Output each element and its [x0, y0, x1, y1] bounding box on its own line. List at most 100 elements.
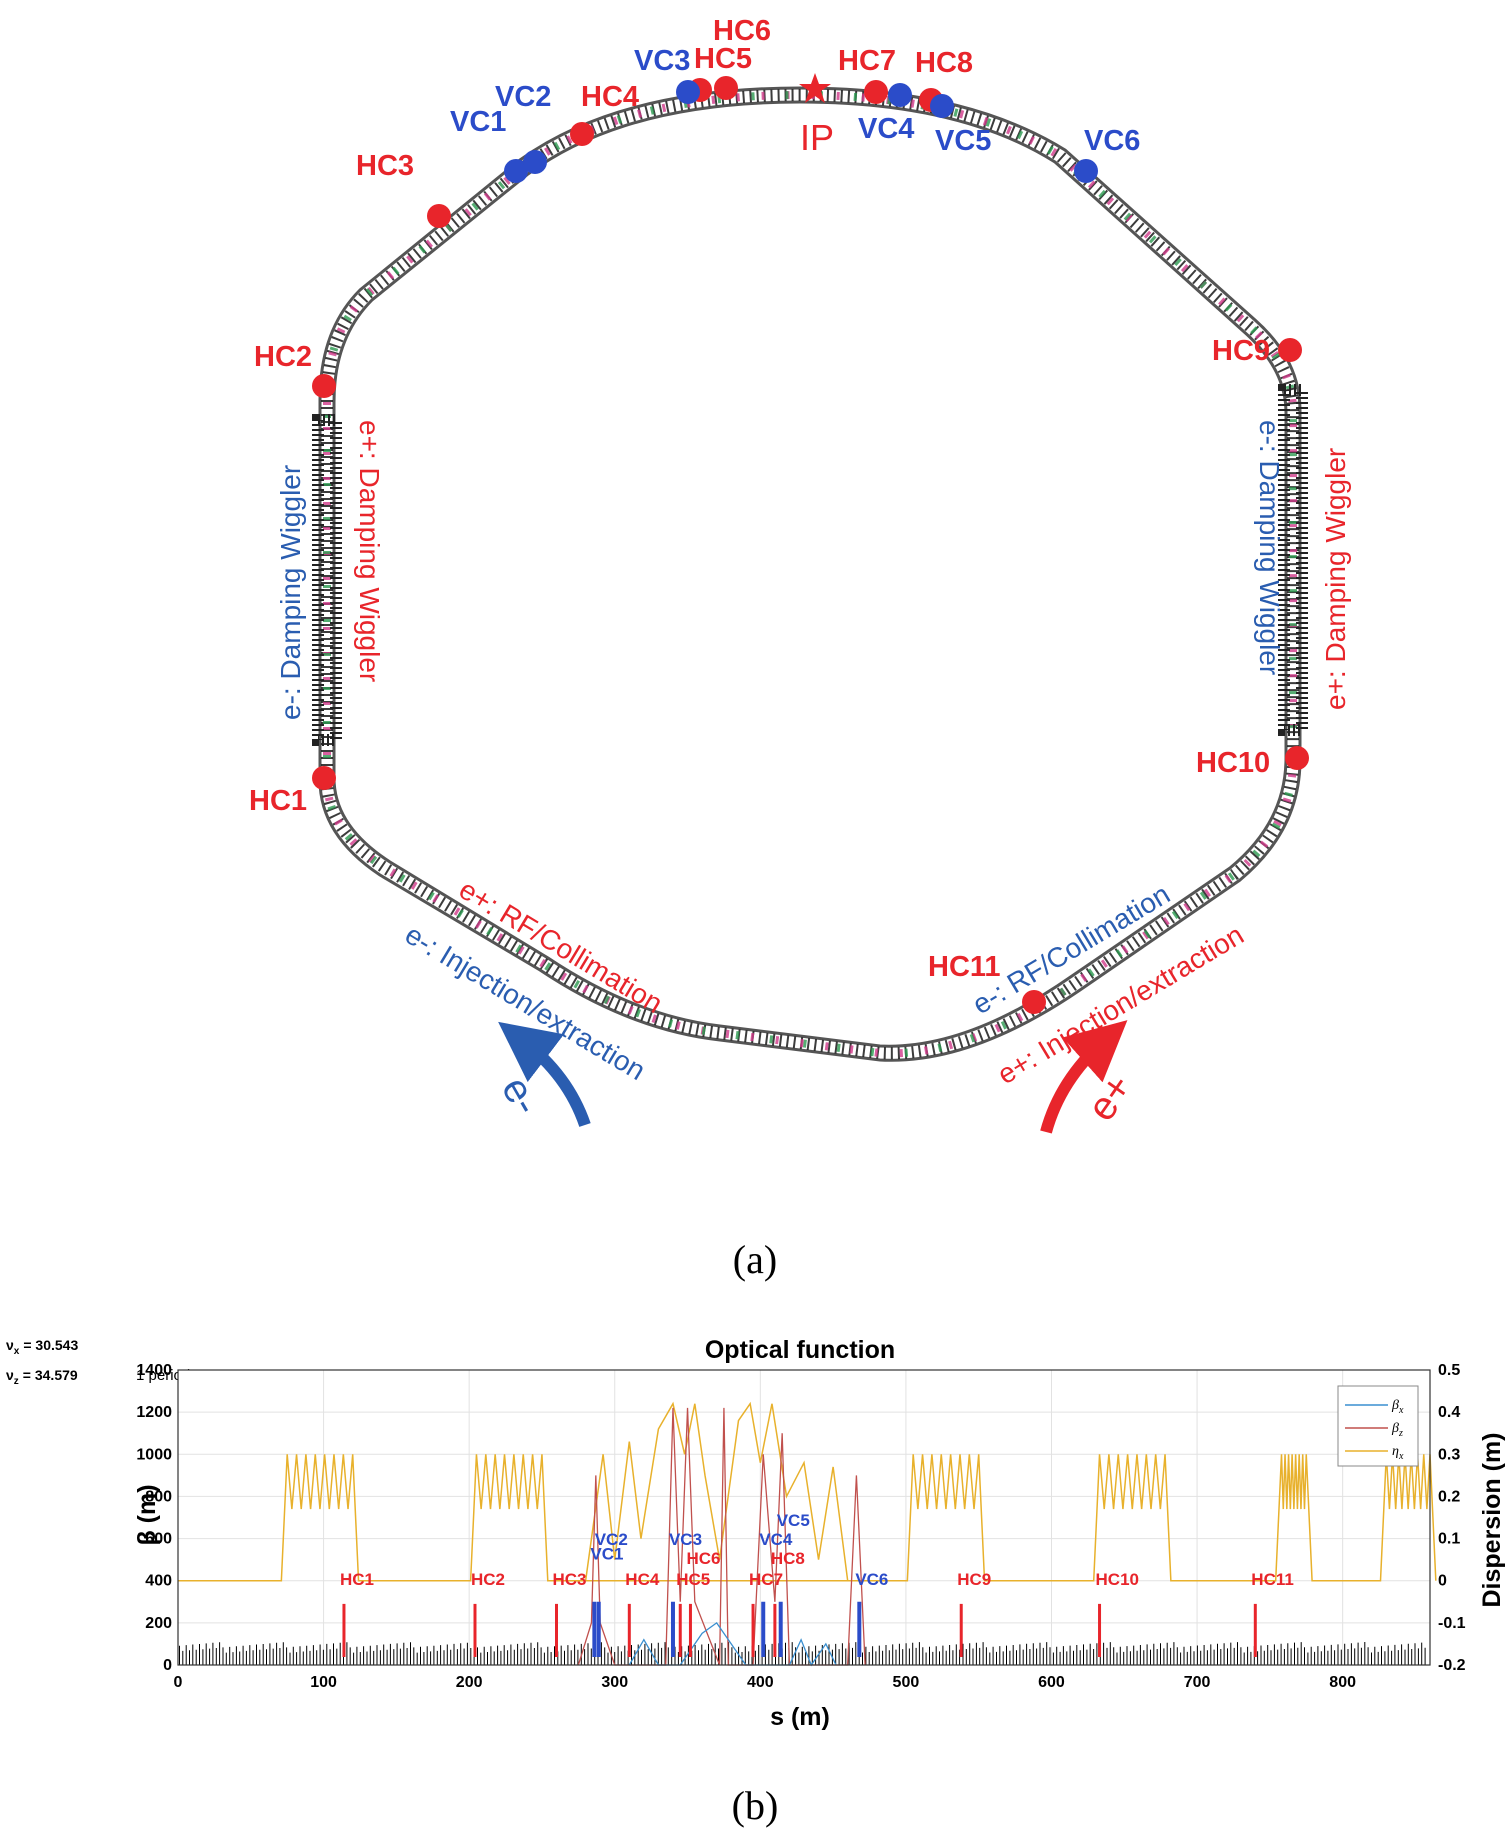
eta-x-curve: [178, 1454, 1437, 1582]
e-plus-direction-arrow: [1040, 1020, 1128, 1134]
corrector-hc2-label: HC2: [471, 1570, 505, 1589]
y-tick-label: 0: [163, 1657, 172, 1674]
x-tick-label: 800: [1329, 1674, 1356, 1691]
left-e-plus-wiggler-label: e+: Damping Wiggler: [354, 420, 385, 682]
y-tick-label: 1400: [136, 1362, 172, 1379]
y2-tick-label: -0.1: [1438, 1615, 1466, 1632]
corrector-hc7-label: HC7: [749, 1570, 783, 1589]
plot-grid: [177, 1369, 1430, 1666]
hc3-label: HC3: [356, 150, 414, 182]
x-tick-label: 200: [456, 1674, 483, 1691]
vc3-label: VC3: [634, 45, 690, 77]
corrector-vc2-label: VC2: [595, 1530, 628, 1549]
legend-beta-z-label: βz: [1391, 1421, 1403, 1439]
right-wiggler-block: [1278, 384, 1308, 736]
hc9-marker: [1278, 338, 1302, 362]
corrector-hc3-label: HC3: [553, 1570, 587, 1589]
vertical-correctors: [504, 80, 1098, 183]
y2-tick-label: -0.2: [1438, 1657, 1466, 1674]
x-tick-label: 400: [747, 1674, 774, 1691]
y2-tick-label: 0.4: [1438, 1404, 1460, 1421]
bottom-left-e-plus-label: e+: RF/Collimation: [454, 874, 668, 1020]
vc6-marker: [1074, 159, 1098, 183]
right-e-plus-wiggler-label: e+: Damping Wiggler: [1320, 448, 1351, 710]
ring-inner-line: [332, 100, 1288, 1048]
legend-beta-x-label: βx: [1391, 1398, 1404, 1416]
corrector-hc5-label: HC5: [676, 1570, 710, 1589]
hc11-label: HC11: [928, 951, 1001, 983]
y-tick-label: 1000: [136, 1446, 172, 1463]
plot-area: [178, 1370, 1430, 1665]
corrector-vc5-label: VC5: [777, 1511, 810, 1530]
corrector-hc4-label: HC4: [625, 1570, 660, 1589]
y2-tick-label: 0: [1438, 1573, 1447, 1590]
e-minus-direction-arrow: [498, 1021, 591, 1127]
vc5-marker: [930, 94, 954, 118]
x-tick-label: 500: [893, 1674, 920, 1691]
optical-function-chart: νx= 30.543 νz= 34.579 1 period, C= 860.3…: [6, 1336, 1506, 1731]
y2-tick-label: 0.5: [1438, 1362, 1460, 1379]
ring-outer-line: [318, 86, 1302, 1062]
right-e-minus-wiggler-label: e-: Damping Wiggler: [1254, 420, 1285, 675]
corrector-vc4-label: VC4: [759, 1530, 793, 1549]
legend-eta-x-label: ηx: [1392, 1444, 1404, 1462]
hc1-marker: [312, 766, 336, 790]
corrector-vc3-label: VC3: [669, 1530, 702, 1549]
hc10-marker: [1285, 746, 1309, 770]
y2-tick-label: 0.1: [1438, 1531, 1460, 1548]
corrector-hc6-label: HC6: [686, 1549, 720, 1568]
hc4-marker: [570, 122, 594, 146]
vc2-label: VC2: [495, 81, 551, 113]
legend-box: [1337, 1385, 1419, 1467]
y-tick-label: 400: [145, 1573, 172, 1590]
hc2-label: HC2: [254, 341, 312, 373]
left-e-minus-wiggler-label: e-: Damping Wiggler: [275, 465, 306, 720]
panel-a-caption: (a): [732, 1237, 778, 1282]
ring-diagram: IP HC1 HC2 HC3 HC4 HC5 HC6 HC7 HC8 HC9 H…: [249, 15, 1351, 1134]
y2-axis-label: Dispersion (m): [1478, 1432, 1506, 1607]
corrector-hc8-label: HC8: [771, 1549, 805, 1568]
hc7-label: HC7: [838, 45, 896, 77]
x-tick-label: 100: [310, 1674, 337, 1691]
y2-tick-label: 0.2: [1438, 1488, 1460, 1505]
hc10-label: HC10: [1196, 747, 1270, 779]
chart-title: Optical function: [705, 1336, 895, 1364]
vc5-label: VC5: [935, 125, 991, 157]
x-tick-label: 600: [1038, 1674, 1065, 1691]
left-wiggler-block: [312, 414, 342, 746]
corrector-vc6-label: VC6: [855, 1570, 888, 1589]
hc3-marker: [427, 204, 451, 228]
e-minus-beam-label: e-: [493, 1069, 549, 1122]
x-tick-label: 0: [174, 1674, 183, 1691]
vc6-label: VC6: [1084, 125, 1140, 157]
vc1-marker: [504, 159, 528, 183]
corrector-hc10-label: HC10: [1096, 1570, 1139, 1589]
tune-z-label: νz= 34.579: [6, 1367, 78, 1387]
y-axis-label: β (m): [133, 1484, 161, 1545]
x-tick-label: 700: [1184, 1674, 1211, 1691]
hc6-marker: [714, 76, 738, 100]
hc1-label: HC1: [249, 785, 307, 817]
hc8-label: HC8: [915, 47, 973, 79]
e-plus-beam-label: e+: [1079, 1066, 1141, 1129]
y-tick-label: 600: [145, 1531, 172, 1548]
plot-frame: [177, 1369, 1431, 1666]
y-tick-label: 1200: [136, 1404, 172, 1421]
corrector-hc9-label: HC9: [957, 1570, 991, 1589]
panel-b-caption: (b): [731, 1783, 779, 1828]
x-tick-label: 300: [601, 1674, 628, 1691]
vc1-label: VC1: [450, 106, 506, 138]
hc6-label: HC6: [713, 15, 771, 47]
ip-star-icon: [799, 73, 831, 103]
hc2-marker: [312, 374, 336, 398]
vc4-marker: [888, 83, 912, 107]
hc7-marker: [864, 80, 888, 104]
y2-tick-label: 0.3: [1438, 1446, 1460, 1463]
ip-label: IP: [800, 117, 834, 158]
tune-x-label: νx= 30.543: [6, 1337, 78, 1357]
corrector-hc1-label: HC1: [340, 1570, 374, 1589]
corrector-vc1-label: VC1: [590, 1545, 623, 1564]
horizontal-correctors: [312, 76, 1309, 1014]
vc4-label: VC4: [858, 113, 914, 145]
